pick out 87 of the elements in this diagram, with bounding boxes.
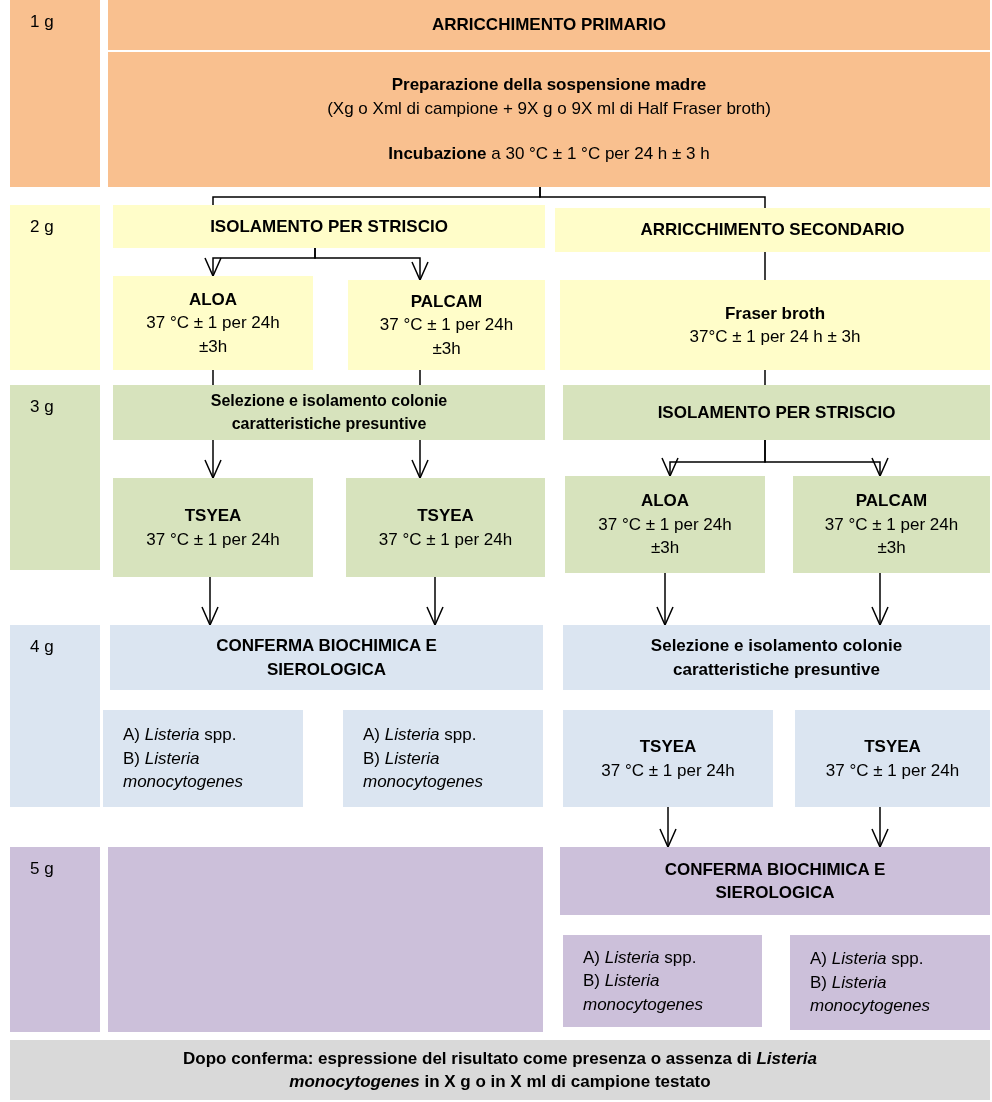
day-band xyxy=(10,847,100,1032)
box-heading: Preparazione della sospensione madre xyxy=(391,74,707,97)
box-heading: ISOLAMENTO PER STRISCIO xyxy=(210,215,448,238)
medium-box xyxy=(565,476,765,573)
day-label: 4 g xyxy=(30,636,54,658)
box-text: (Xg o Xml di campione + 9X g o 9X ml di Half Fraser broth) xyxy=(327,97,771,120)
box-text: 37 °C ± 1 per 24h ±3h xyxy=(145,312,281,358)
box-heading: Selezione e isolamento colonie caratteristiche presuntive xyxy=(649,635,904,681)
box-heading: Selezione e isolamento colonie caratteristiche presuntive xyxy=(209,391,449,434)
box-heading: ALOA xyxy=(188,288,238,311)
result-text: A) Listeria spp. xyxy=(363,724,477,747)
connector-arrow xyxy=(871,806,889,848)
box-text: Incubazione a 30 °C ± 1 °C per 24 h ± 3 h xyxy=(388,143,710,166)
result-text: B) Listeria monocytogenes xyxy=(583,970,705,1016)
step-box xyxy=(563,385,990,440)
connector-arrow xyxy=(411,439,429,479)
step-box xyxy=(110,625,543,690)
box-text: 37 °C ± 1 per 24h ±3h xyxy=(597,513,733,560)
step-box xyxy=(108,0,990,50)
medium-box xyxy=(348,280,545,370)
day-label: 5 g xyxy=(30,858,54,880)
day-band xyxy=(10,0,100,187)
connector-arrow xyxy=(659,806,677,848)
box-heading: TSYEA xyxy=(864,736,921,759)
box-heading: ARRICCHIMENTO PRIMARIO xyxy=(432,14,666,37)
medium-box xyxy=(346,478,545,577)
connector-arrow xyxy=(201,576,219,626)
medium-box xyxy=(795,710,990,807)
step-box xyxy=(113,205,545,248)
connector-arrow xyxy=(656,572,674,626)
day-band xyxy=(10,385,100,570)
box-heading: CONFERMA BIOCHIMICA E SIEROLOGICA xyxy=(215,635,438,681)
step-box xyxy=(108,52,990,187)
result-text: A) Listeria spp. xyxy=(123,724,237,747)
result-text: B) Listeria monocytogenes xyxy=(810,971,932,1018)
result-text: A) Listeria spp. xyxy=(583,946,697,969)
box-heading: ALOA xyxy=(640,490,690,513)
result-box xyxy=(563,935,762,1027)
connector-line xyxy=(419,369,421,386)
box-text: 37 °C ± 1 per 24h xyxy=(378,528,513,551)
connector-arrow xyxy=(204,439,222,479)
connector-line xyxy=(764,251,766,281)
box-heading: PALCAM xyxy=(410,290,483,313)
medium-box xyxy=(793,476,990,573)
box-heading: TSYEA xyxy=(417,505,474,528)
medium-box xyxy=(113,478,313,577)
box-text: 37 °C ± 1 per 24h xyxy=(825,759,960,782)
connector-arrow xyxy=(871,572,889,626)
connector-arrow xyxy=(426,576,444,626)
step-box xyxy=(555,208,990,252)
connector-line xyxy=(212,369,214,386)
connector-arrow xyxy=(764,439,889,477)
empty-box xyxy=(108,847,543,1032)
box-heading: ARRICCHIMENTO SECONDARIO xyxy=(640,219,905,242)
box-text: 37 °C ± 1 per 24h ±3h xyxy=(823,513,960,560)
medium-box xyxy=(113,276,313,370)
day-label: 3 g xyxy=(30,396,54,418)
connector-arrow xyxy=(314,247,429,281)
medium-box xyxy=(563,710,773,807)
box-heading: TSYEA xyxy=(184,505,242,528)
conclusion-box xyxy=(10,1040,990,1100)
connector-line xyxy=(764,369,766,386)
result-box xyxy=(103,710,303,807)
box-text: 37 °C ± 1 per 24h xyxy=(146,528,280,551)
box-heading: ISOLAMENTO PER STRISCIO xyxy=(657,401,896,424)
box-heading: CONFERMA BIOCHIMICA E SIEROLOGICA xyxy=(663,858,887,904)
box-text: 37 °C ± 1 per 24h ±3h xyxy=(378,314,515,360)
connector-line xyxy=(539,186,766,209)
box-heading: PALCAM xyxy=(855,490,928,513)
result-box xyxy=(790,935,990,1030)
result-text: B) Listeria monocytogenes xyxy=(123,747,245,794)
box-heading: TSYEA xyxy=(639,736,697,759)
day-band xyxy=(10,205,100,370)
day-label: 2 g xyxy=(30,216,54,238)
result-box xyxy=(343,710,543,807)
day-band xyxy=(10,625,100,807)
result-text: A) Listeria spp. xyxy=(810,948,924,971)
step-box xyxy=(563,625,990,690)
box-text: 37°C ± 1 per 24 h ± 3h xyxy=(689,326,861,348)
box-heading: Dopo conferma: espressione del risultato come presenza o assenza di Listeria monocytogenes in X g o in X ml di campione testato xyxy=(182,1047,818,1093)
medium-box xyxy=(560,280,990,370)
result-text: B) Listeria monocytogenes xyxy=(363,747,485,794)
step-box xyxy=(560,847,990,915)
box-text: 37 °C ± 1 per 24h xyxy=(601,759,735,782)
step-box xyxy=(113,385,545,440)
day-label: 1 g xyxy=(30,11,54,33)
box-heading: Fraser broth xyxy=(724,302,826,325)
